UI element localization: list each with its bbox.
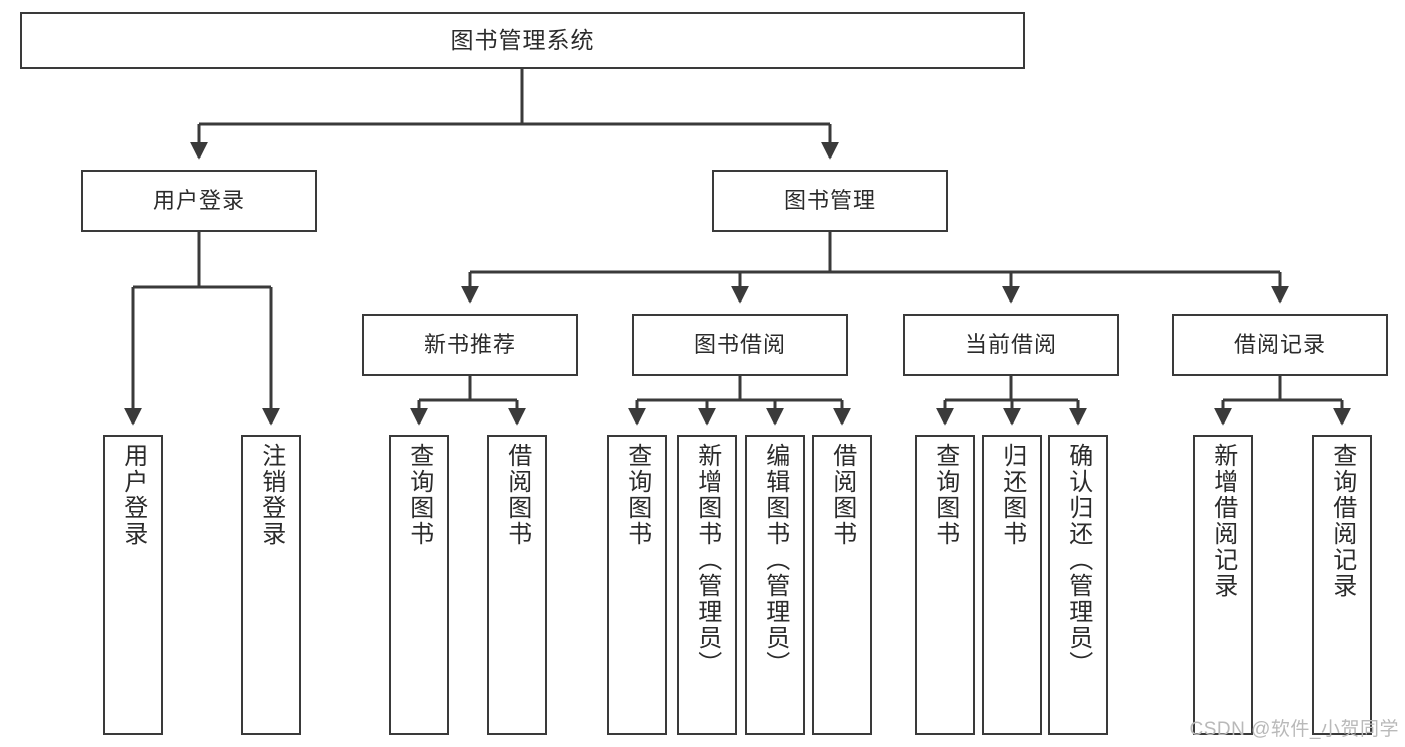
node-leaf-return-book-label: 归还图书 (998, 443, 1026, 547)
node-leaf-query-book-3-label: 查询图书 (931, 443, 959, 547)
node-new-book-rec[interactable]: 新书推荐 (362, 314, 578, 376)
node-leaf-edit-book[interactable]: 编辑图书（管理员） (745, 435, 805, 735)
node-leaf-add-record-label: 新增借阅记录 (1209, 443, 1237, 599)
node-leaf-query-record[interactable]: 查询借阅记录 (1312, 435, 1372, 735)
node-current-borrow[interactable]: 当前借阅 (903, 314, 1119, 376)
node-book-manage[interactable]: 图书管理 (712, 170, 948, 232)
node-leaf-query-book-1-label: 查询图书 (405, 443, 433, 547)
node-leaf-query-book-2[interactable]: 查询图书 (607, 435, 667, 735)
node-user-login-label: 用户登录 (152, 187, 245, 213)
node-leaf-add-book[interactable]: 新增图书（管理员） (677, 435, 737, 735)
node-leaf-user-login-label: 用户登录 (119, 443, 147, 547)
node-leaf-return-book[interactable]: 归还图书 (982, 435, 1042, 735)
node-leaf-confirm-return-label: 确认归还（管理员） (1064, 443, 1092, 677)
node-leaf-add-book-label: 新增图书（管理员） (693, 443, 721, 677)
node-book-manage-label: 图书管理 (783, 187, 876, 213)
node-borrow-record[interactable]: 借阅记录 (1172, 314, 1388, 376)
node-borrow-record-label: 借阅记录 (1233, 331, 1326, 357)
node-leaf-query-book-3[interactable]: 查询图书 (915, 435, 975, 735)
node-leaf-borrow-book-2-label: 借阅图书 (828, 443, 856, 547)
node-leaf-add-record[interactable]: 新增借阅记录 (1193, 435, 1253, 735)
node-current-borrow-label: 当前借阅 (964, 331, 1057, 357)
node-user-login[interactable]: 用户登录 (81, 170, 317, 232)
node-book-borrow-label: 图书借阅 (693, 331, 786, 357)
node-leaf-borrow-book-1-label: 借阅图书 (503, 443, 531, 547)
node-leaf-query-book-1[interactable]: 查询图书 (389, 435, 449, 735)
watermark-text: CSDN @软件_小贺同学 (1189, 719, 1399, 740)
node-leaf-user-logout-label: 注销登录 (257, 443, 285, 547)
node-leaf-borrow-book-1[interactable]: 借阅图书 (487, 435, 547, 735)
node-root-label: 图书管理系统 (450, 26, 595, 53)
node-leaf-query-record-label: 查询借阅记录 (1328, 443, 1356, 599)
node-leaf-user-logout[interactable]: 注销登录 (241, 435, 301, 735)
node-leaf-confirm-return[interactable]: 确认归还（管理员） (1048, 435, 1108, 735)
node-leaf-edit-book-label: 编辑图书（管理员） (761, 443, 789, 677)
node-root[interactable]: 图书管理系统 (20, 12, 1025, 69)
node-leaf-borrow-book-2[interactable]: 借阅图书 (812, 435, 872, 735)
node-book-borrow[interactable]: 图书借阅 (632, 314, 848, 376)
node-new-book-rec-label: 新书推荐 (423, 331, 516, 357)
node-leaf-query-book-2-label: 查询图书 (623, 443, 651, 547)
node-leaf-user-login[interactable]: 用户登录 (103, 435, 163, 735)
